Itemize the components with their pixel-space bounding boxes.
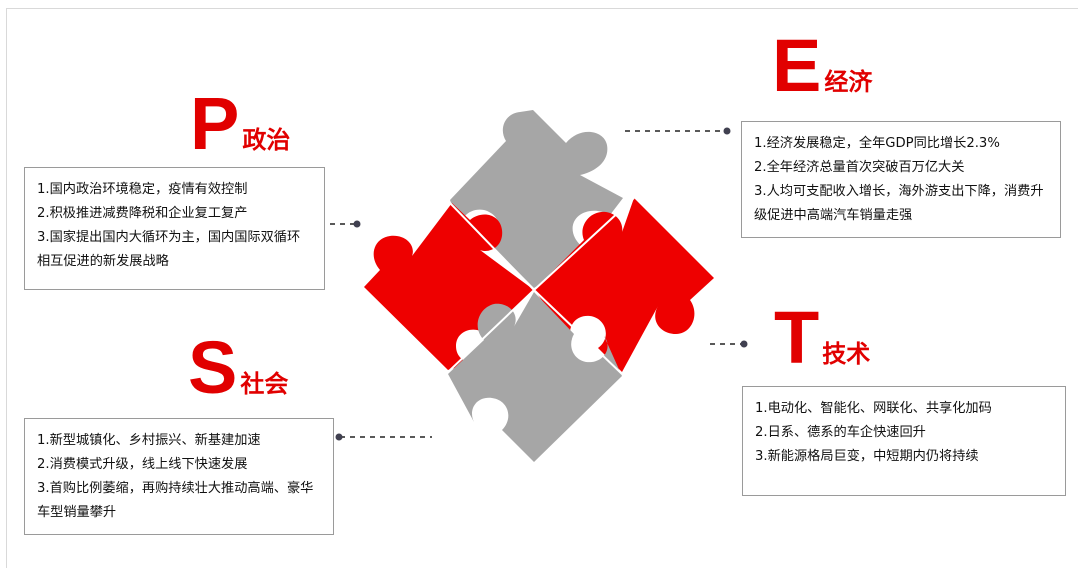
society-item: 3.首购比例萎缩，再购持续壮大推动高端、豪华车型销量攀升 <box>37 481 314 520</box>
economy-label: 经济 <box>824 68 873 96</box>
connector-dot-economy <box>723 127 731 135</box>
economy-item: 2.全年经济总量首次突破百万亿大关 <box>754 160 965 175</box>
politics-label: 政治 <box>242 126 291 154</box>
society-box: 1.新型城镇化、乡村振兴、新基建加速 2.消费模式升级，线上线下快速发展 3.首… <box>24 418 334 535</box>
connector-dot-society <box>335 433 343 441</box>
society-heading: S 社会 <box>188 326 289 409</box>
society-label: 社会 <box>240 370 289 398</box>
connector-dot-technology <box>740 340 748 348</box>
puzzle-piece-right <box>534 198 714 372</box>
slide-frame <box>6 8 1078 568</box>
technology-label: 技术 <box>822 340 871 368</box>
economy-item: 1.经济发展稳定，全年GDP同比增长2.3% <box>754 136 1000 151</box>
technology-letter: T <box>774 296 820 379</box>
puzzle-piece-top <box>450 110 623 288</box>
economy-heading: E 经济 <box>772 24 873 107</box>
politics-item: 2.积极推进减费降税和企业复工复产 <box>37 206 248 221</box>
economy-item: 3.人均可支配收入增长，海外游支出下降，消费升级促进中高端汽车销量走强 <box>754 184 1044 223</box>
technology-item: 3.新能源格局巨变，中短期内仍将持续 <box>755 449 979 464</box>
technology-box: 1.电动化、智能化、网联化、共享化加码 2.日系、德系的车企快速回升 3.新能源… <box>742 386 1066 496</box>
society-item: 1.新型城镇化、乡村振兴、新基建加速 <box>37 433 261 448</box>
society-letter: S <box>188 326 238 409</box>
politics-box: 1.国内政治环境稳定，疫情有效控制 2.积极推进减费降税和企业复工复产 3.国家… <box>24 167 325 290</box>
technology-item: 1.电动化、智能化、网联化、共享化加码 <box>755 401 992 416</box>
politics-item: 3.国家提出国内大循环为主，国内国际双循环相互促进的新发展战略 <box>37 230 301 269</box>
society-item: 2.消费模式升级，线上线下快速发展 <box>37 457 248 472</box>
politics-item: 1.国内政治环境稳定，疫情有效控制 <box>37 182 248 197</box>
economy-letter: E <box>772 24 822 107</box>
puzzle-piece-bottom <box>448 292 622 462</box>
technology-heading: T 技术 <box>774 296 871 379</box>
politics-letter: P <box>190 82 240 165</box>
connector-dot-politics <box>353 220 361 228</box>
technology-item: 2.日系、德系的车企快速回升 <box>755 425 926 440</box>
politics-heading: P 政治 <box>190 82 291 165</box>
economy-box: 1.经济发展稳定，全年GDP同比增长2.3% 2.全年经济总量首次突破百万亿大关… <box>741 121 1061 238</box>
